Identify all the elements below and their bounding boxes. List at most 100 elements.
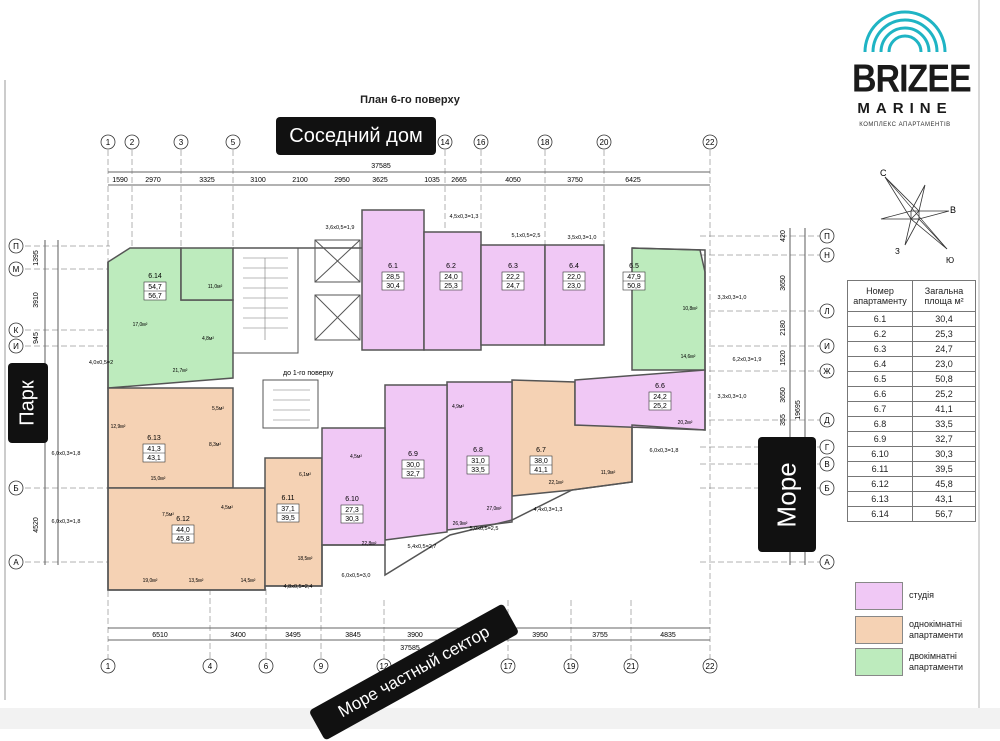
table-cell-number: 6.9 [847, 431, 913, 447]
compass-north: С [880, 168, 887, 178]
room-area-note: 4,9м² [452, 404, 464, 410]
apartment-living-area: 22,0 [567, 274, 581, 281]
balcony-note: 5,4х0,5=2,7 [408, 544, 437, 550]
apartment-6-6[interactable]: 6.624,225,2 [648, 383, 672, 411]
apartment-living-area: 27,3 [345, 507, 359, 514]
apartment-total-area: 30,4 [386, 283, 400, 290]
apartment-6-9[interactable]: 6.930,032,7 [401, 451, 425, 479]
axis-right-3: И [819, 338, 835, 354]
apartment-living-area: 24,2 [653, 394, 667, 401]
axis-top-8: 22 [702, 134, 718, 150]
apartment-6-4[interactable]: 6.422,023,0 [562, 263, 586, 291]
dim-top-0: 1590 [112, 177, 128, 184]
axis-bottom-6: 19 [563, 658, 579, 674]
room-area-note: 14,6м² [681, 354, 696, 360]
dim-left-1: 3910 [33, 292, 40, 308]
axis-left-3: И [8, 338, 24, 354]
apartment-6-3[interactable]: 6.322,224,7 [501, 263, 525, 291]
apartment-total-area: 39,5 [281, 515, 295, 522]
room-area-note: 11,9м² [601, 470, 616, 476]
apartment-6-2[interactable]: 6.224,025,3 [439, 263, 463, 291]
axis-bottom-3: 9 [313, 658, 329, 674]
axis-left-2: К [8, 322, 24, 338]
axis-bottom-5-label: 17 [504, 662, 513, 671]
room-area-note: 4,5м² [350, 454, 362, 460]
axis-right-6-label: Г [825, 443, 830, 452]
room-area-note: 17,0м² [133, 322, 148, 328]
table-cell-number: 6.11 [847, 461, 913, 477]
axis-bottom-2: 6 [258, 658, 274, 674]
axis-top-3: 5 [225, 134, 241, 150]
apartment-living-area: 24,0 [444, 274, 458, 281]
balcony-note: 3,5х0,3=1,0 [568, 235, 597, 241]
apartment-living-area: 38,0 [534, 458, 548, 465]
table-cell-area: 30,3 [912, 446, 976, 462]
balcony-note: 3,3х0,3=1,0 [718, 394, 747, 400]
balcony-note: 4,8х0,5=2,4 [284, 584, 313, 590]
table-cell-number: 6.5 [847, 371, 913, 387]
apartment-6-5[interactable]: 6.547,950,8 [622, 263, 646, 291]
apartment-6-1[interactable]: 6.128,530,4 [381, 263, 405, 291]
room-area-note: 7,5м² [162, 512, 174, 518]
apartment-6-8[interactable]: 6.831,033,5 [466, 447, 490, 475]
table-cell-number: 6.7 [847, 401, 913, 417]
axis-right-2: Л [819, 303, 835, 319]
room-area-note: 4,5м² [221, 505, 233, 511]
dim-top-8: 2665 [451, 177, 467, 184]
first-floor-label: до 1-го поверху [283, 370, 334, 377]
room-area-note: 15,0м² [151, 476, 166, 482]
dim-top-11: 6425 [625, 177, 641, 184]
dim-left-0: 1395 [33, 250, 40, 266]
axis-left-0-label: П [13, 242, 19, 251]
legend-label-two-room: двокімнатні апартаменти [909, 651, 964, 672]
room-area-note: 13,5м² [189, 578, 204, 584]
room-area-note: 6,1м² [299, 472, 311, 478]
dim-top-9: 4050 [505, 177, 521, 184]
room-area-note: 21,7м² [173, 368, 188, 374]
table-cell-number: 6.6 [847, 386, 913, 402]
apartment-6-7[interactable]: 6.738,041,1 [529, 447, 553, 475]
axis-left-1-label: М [13, 265, 20, 274]
axis-top-6: 18 [537, 134, 553, 150]
axis-right-3-label: И [824, 342, 830, 351]
table-cell-number: 6.2 [847, 326, 913, 342]
dim-bottom-1: 3400 [230, 632, 246, 639]
compass-south: Ю [946, 256, 954, 265]
axis-left-4-label: Б [13, 484, 18, 493]
legend-item-two-room: двокімнатні апартаменти [855, 648, 985, 676]
apartment-number: 6.1 [388, 263, 398, 270]
table-cell-area: 33,5 [912, 416, 976, 432]
dim-left-3: 4520 [33, 517, 40, 533]
axis-top-4: 14 [437, 134, 453, 150]
axis-bottom-4-label: 12 [380, 662, 389, 671]
dim-right-0: 420 [780, 230, 787, 242]
axis-right-9-label: А [824, 558, 830, 567]
apartment-total-area: 56,7 [148, 293, 162, 300]
axis-bottom-0-label: 1 [106, 662, 111, 671]
room-area-note: 20,2м² [678, 420, 693, 426]
axis-left-2-label: К [14, 326, 19, 335]
apartment-number: 6.13 [147, 435, 161, 442]
dim-top-6: 3625 [372, 177, 388, 184]
axis-right-9: А [819, 554, 835, 570]
apartment-number: 6.8 [473, 447, 483, 454]
dim-right-4: 3650 [780, 387, 787, 403]
legend-item-one-room: однокімнатні апартаменти [855, 616, 985, 644]
balcony-note: 4,0х0,5=2 [89, 360, 113, 366]
apartment-number: 6.9 [408, 451, 418, 458]
axis-top-8-label: 22 [706, 138, 715, 147]
legend-swatch-studio [855, 582, 903, 610]
